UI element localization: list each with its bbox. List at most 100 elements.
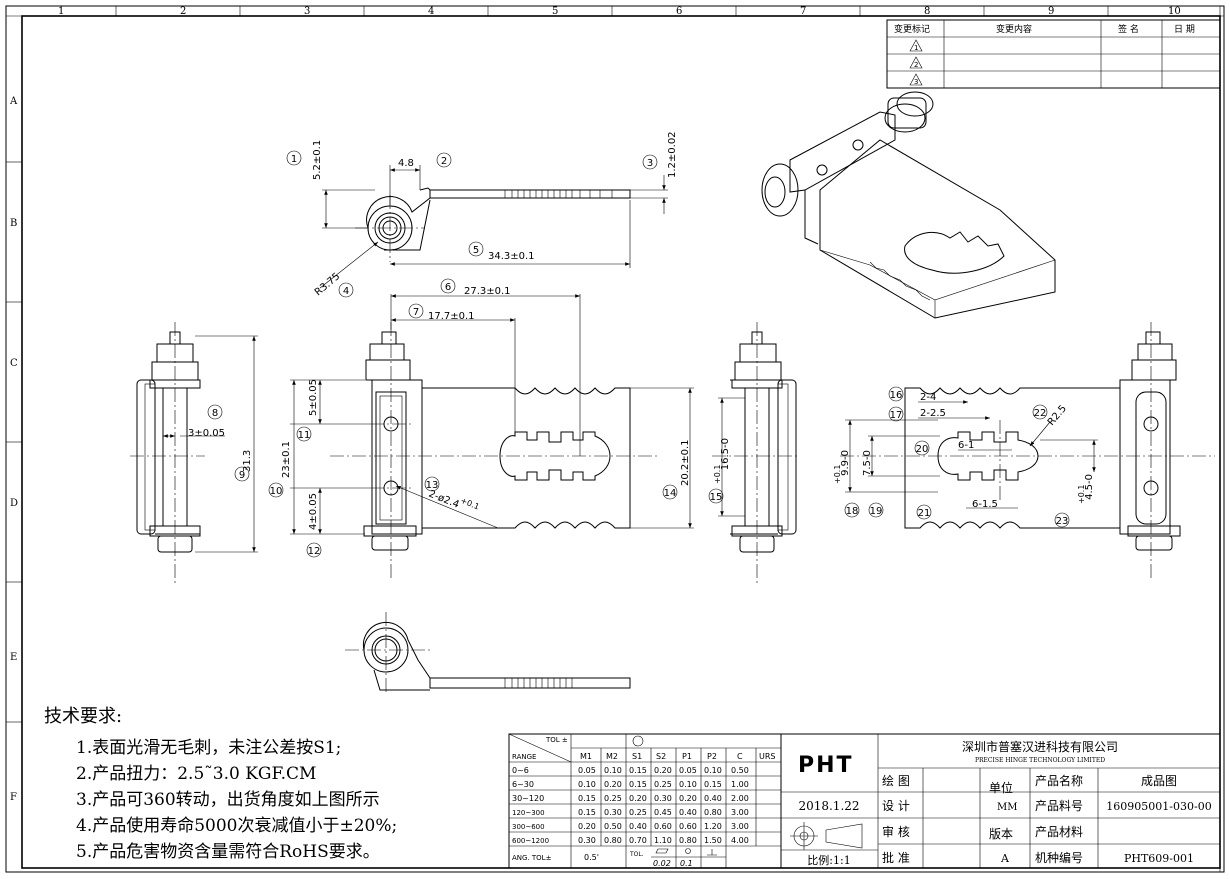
zone-row-label: E: [10, 652, 17, 663]
roundness-value: 0.1: [680, 859, 693, 868]
tolerance-value-cell: 3.00: [731, 808, 749, 817]
tolerance-value-cell: 0.20: [679, 794, 697, 803]
tolerance-value-cell: 0.30: [654, 794, 672, 803]
tolerance-value-cell: 0.30: [578, 836, 596, 845]
value-part-no: 160905001-030-00: [1106, 800, 1211, 813]
label-approve: 批 准: [882, 850, 910, 865]
dim-21: 6-1.5: [972, 499, 998, 510]
projection-symbol: [790, 822, 863, 850]
balloon-8: 8: [207, 404, 223, 420]
label-version: 版本: [989, 827, 1013, 841]
tolerance-value-cell: 0.15: [578, 794, 596, 803]
value-version: A: [1000, 852, 1010, 865]
tolerance-value-cell: 0.05: [578, 766, 596, 775]
svg-text:23: 23: [1056, 516, 1069, 527]
dim-7: 17.7±0.1: [428, 311, 475, 322]
svg-text:5: 5: [473, 245, 479, 256]
tolerance-value-cell: 0.15: [704, 780, 722, 789]
balloon-10: 10: [268, 482, 284, 498]
zone-row-label: F: [10, 792, 17, 803]
tolerance-value-cell: 0.25: [604, 794, 622, 803]
balloon-14: 14: [662, 484, 678, 500]
tolerance-value-cell: 0.25: [654, 780, 672, 789]
company-logo: PHT: [798, 753, 854, 778]
tolerance-value-cell: 0.20: [604, 780, 622, 789]
tolerance-value-cell: 0.45: [654, 808, 672, 817]
range-label: RANGE: [512, 753, 536, 761]
label-machine-no: 机种编号: [1035, 850, 1083, 865]
svg-text:1: 1: [914, 44, 918, 52]
col-header: URS: [759, 752, 776, 761]
tolerance-range-cell: 120~300: [512, 809, 545, 817]
revision-mark-3: 3: [909, 73, 923, 86]
col-header: M2: [606, 752, 618, 761]
tolerance-value-cell: 1.10: [654, 836, 672, 845]
dim-12: 4±0.05: [308, 493, 319, 530]
svg-text:10: 10: [270, 486, 283, 497]
tolerance-value-cell: 0.80: [704, 808, 722, 817]
balloon-1: 1: [286, 150, 302, 166]
balloon-18: 18: [844, 502, 860, 518]
zone-col-label: 7: [800, 6, 806, 17]
dim-5: 34.3±0.1: [488, 251, 535, 262]
tolerance-value-cell: 4.00: [731, 836, 749, 845]
svg-text:3: 3: [647, 158, 653, 169]
drawing-date: 2018.1.22: [798, 799, 859, 813]
roundness-symbol: [632, 735, 644, 747]
balloon-6: 6: [440, 278, 456, 294]
col-header: S1: [632, 752, 642, 761]
balloon-5: 5: [468, 241, 484, 257]
balloon-2: 2: [436, 152, 452, 168]
dim-18: 9.9-0+0.1: [833, 450, 851, 484]
balloons: 1 2 3 4 5 6 7 8 9 10 11 12 13 14 15 16 1…: [207, 150, 1070, 558]
zone-col-label: 4: [428, 6, 434, 17]
tolerance-value-cell: 0.20: [629, 794, 647, 803]
requirement-item: 1.表面光滑无毛刺，未注公差按S1;: [76, 738, 342, 758]
balloon-19: 19: [868, 502, 884, 518]
svg-text:21: 21: [918, 508, 931, 519]
tolerance-range-cell: 6~30: [512, 780, 534, 789]
flatness-symbol: [655, 848, 669, 854]
dim-14: 20.2±0.1: [680, 439, 691, 486]
dim-10: 23±0.1: [281, 441, 292, 478]
dim-15: 16.5-0+0.1: [713, 438, 731, 484]
tolerance-value-cell: 0.10: [604, 766, 622, 775]
balloon-21: 21: [916, 504, 932, 520]
tolerance-value-cell: 0.80: [604, 836, 622, 845]
dim-20: 6-1: [958, 440, 974, 451]
tol-label: TOL ±: [545, 736, 568, 744]
svg-text:9: 9: [239, 470, 245, 481]
tolerance-value-cell: 0.40: [679, 808, 697, 817]
zone-labels: 1 2 3 4 5 6 7 8 9 10 A B C D E F: [9, 6, 1181, 803]
dim-8: 3±0.05: [188, 428, 225, 439]
balloon-15: 15: [708, 488, 724, 504]
requirement-item: 4.产品使用寿命5000次衰减值小于±20%;: [76, 816, 398, 836]
svg-text:8: 8: [212, 408, 218, 419]
tolerance-value-cell: 0.50: [604, 822, 622, 831]
tolerance-value-cell: 0.05: [679, 766, 697, 775]
balloon-7: 7: [408, 303, 424, 319]
zone-row-label: A: [9, 96, 18, 107]
svg-text:12: 12: [308, 546, 321, 557]
tolerance-value-cell: 0.50: [731, 766, 749, 775]
col-header: P2: [707, 752, 717, 761]
flatness-value: 0.02: [653, 859, 671, 868]
tolerance-value-cell: 0.70: [629, 836, 647, 845]
zone-col-label: 5: [552, 6, 558, 17]
svg-text:3: 3: [914, 78, 918, 86]
col-header: P1: [682, 752, 692, 761]
tolerance-value-cell: 0.40: [704, 794, 722, 803]
balloon-11: 11: [296, 426, 312, 442]
label-part-no: 产品料号: [1035, 799, 1083, 813]
svg-text:22: 22: [1034, 408, 1047, 419]
revision-header: 签 名: [1118, 23, 1139, 35]
dim-1: 5.2±0.1: [312, 140, 323, 180]
front-view: [290, 294, 694, 580]
tolerance-range-cell: 30~120: [512, 794, 544, 803]
balloon-16: 16: [888, 386, 904, 402]
perpendicular-symbol: [707, 849, 717, 856]
tolerance-value-cell: 1.20: [704, 822, 722, 831]
balloon-20: 20: [914, 440, 930, 456]
left-side-view: [130, 322, 258, 585]
company-name-en: PRECISE HINGE TECHNOLOGY LIMITED: [975, 757, 1105, 764]
